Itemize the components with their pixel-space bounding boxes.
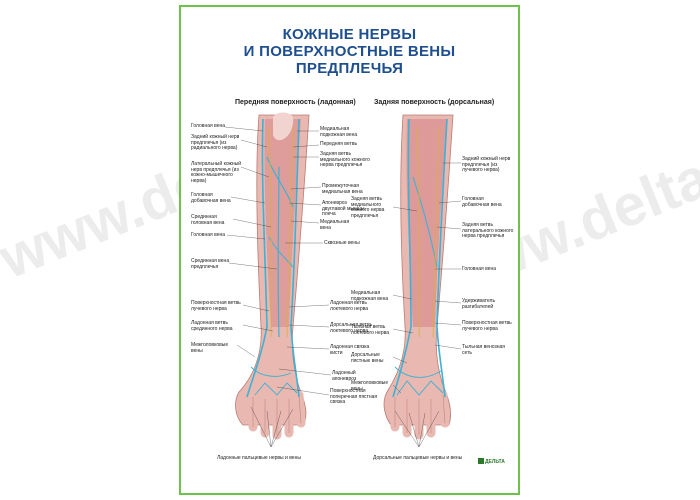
anterior-right-leaders <box>250 130 332 448</box>
anterior-view-heading: Передняя поверхность (ладонная) <box>235 99 356 106</box>
label-lateral-cutaneous-nerve: Латеральный кожный нерв предплечья (из к… <box>191 161 242 184</box>
footer-anterior: Ладонные пальцевые нервы и вены <box>217 455 301 461</box>
label-post-basilic-vein: Медиальная подкожная вена <box>351 290 389 302</box>
anterior-forearm <box>235 112 310 440</box>
poster-title-line-3: ПРЕДПЛЕЧЬЯ <box>295 60 404 77</box>
label-accessory-cephalic-vein: Головная добавочная вена <box>191 192 231 204</box>
label-posterior-cutaneous-nerve: Задний кожный нерв предплечья (из радиал… <box>191 134 240 152</box>
label-medial-vein: Медиальная вена <box>320 219 350 231</box>
label-post-posterior-branch: Задняя ветвь медиального кожного нерва п… <box>351 196 385 219</box>
label-dorsal-ulnar-nerve: Тыльная ветвь локтевого нерва <box>351 324 389 336</box>
label-post-lateral-branch: Задняя ветвь латерального кожного нерва … <box>462 222 514 240</box>
label-cephalic-vein-2: Головная вена <box>191 232 226 238</box>
label-dorsal-ulnar-branch: Дорсальная ветвь локтевого нерва <box>330 322 373 334</box>
label-intermediate-medial-vein: Промежуточная медиальная вена <box>322 183 363 195</box>
label-anterior-branch: Передняя ветвь <box>320 141 358 147</box>
label-perforating-veins: Сквозные вены <box>324 240 360 246</box>
label-palmar-aponeurosis: Ладонный апоневроз <box>332 370 357 382</box>
label-dorsal-venous-network: Тыльная венозная сеть <box>462 344 505 356</box>
anatomy-poster: КОЖНЫЕ НЕРВЫ И ПОВЕРХНОСТНЫЕ ВЕНЫ ПРЕДПЛ… <box>179 5 520 495</box>
label-post-accessory-cephalic-vein: Головная добавочная вена <box>462 196 502 208</box>
label-posterior-branch-medial-nerve: Задняя ветвь медиального кожного нерва п… <box>320 151 370 169</box>
label-transverse-metacarpal-ligament: Поверхностная поперечная пястная связка <box>330 388 378 406</box>
label-superficial-radial-nerve: Поверхностная ветвь лучевого нерва <box>191 300 241 312</box>
label-bicipital-aponeurosis: Апоневроз двуглавой мышцы плеча <box>322 200 365 218</box>
label-post-superficial-radial: Поверхностная ветвь лучевого нерва <box>462 320 512 332</box>
label-intercapitular-veins: Межголовковые вены <box>191 342 229 354</box>
label-post-cephalic-vein: Головная вена <box>462 266 497 272</box>
brand-name: ДЕЛЬТА <box>485 459 505 465</box>
label-post-intercapitular-veins: Межголовковые вены <box>351 380 389 392</box>
label-palmar-carpal-ligament: Ладонная связка кисти <box>330 344 370 356</box>
posterior-leaders <box>392 162 462 448</box>
label-dorsal-metacarpal-veins: Дорсальные пястные вены <box>351 352 384 364</box>
label-extensor-retinaculum: Удерживатель разгибателей <box>462 298 496 310</box>
poster-title-line-2: И ПОВЕРХНОСТНЫЕ ВЕНЫ <box>243 43 456 60</box>
posterior-view-heading: Задняя поверхность (дорсальная) <box>374 99 495 106</box>
label-median-cephalic-vein: Срединная головная вена <box>191 214 225 226</box>
footer-posterior: Дорсальные пальцевые нервы и вены <box>373 455 463 461</box>
label-post-cutaneous-radial-nerve: Задний кожный нерв предплечья (из лучево… <box>462 156 511 174</box>
label-basilic-vein: Медиальная подкожная вена <box>320 126 358 138</box>
brand-logo-icon <box>478 458 484 464</box>
label-cephalic-vein: Головная вена <box>191 123 226 129</box>
label-palmar-median-branch: Ладонная ветвь срединного нерва <box>191 320 233 332</box>
poster-title-line-1: КОЖНЫЕ НЕРВЫ <box>282 26 417 43</box>
label-median-forearm-vein: Срединная вена предплечья <box>191 258 230 270</box>
anterior-left-leaders <box>224 126 278 358</box>
label-palmar-ulnar-branch: Ладонная ветвь локтевого нерва <box>330 300 368 312</box>
forearm-illustration <box>224 112 462 448</box>
